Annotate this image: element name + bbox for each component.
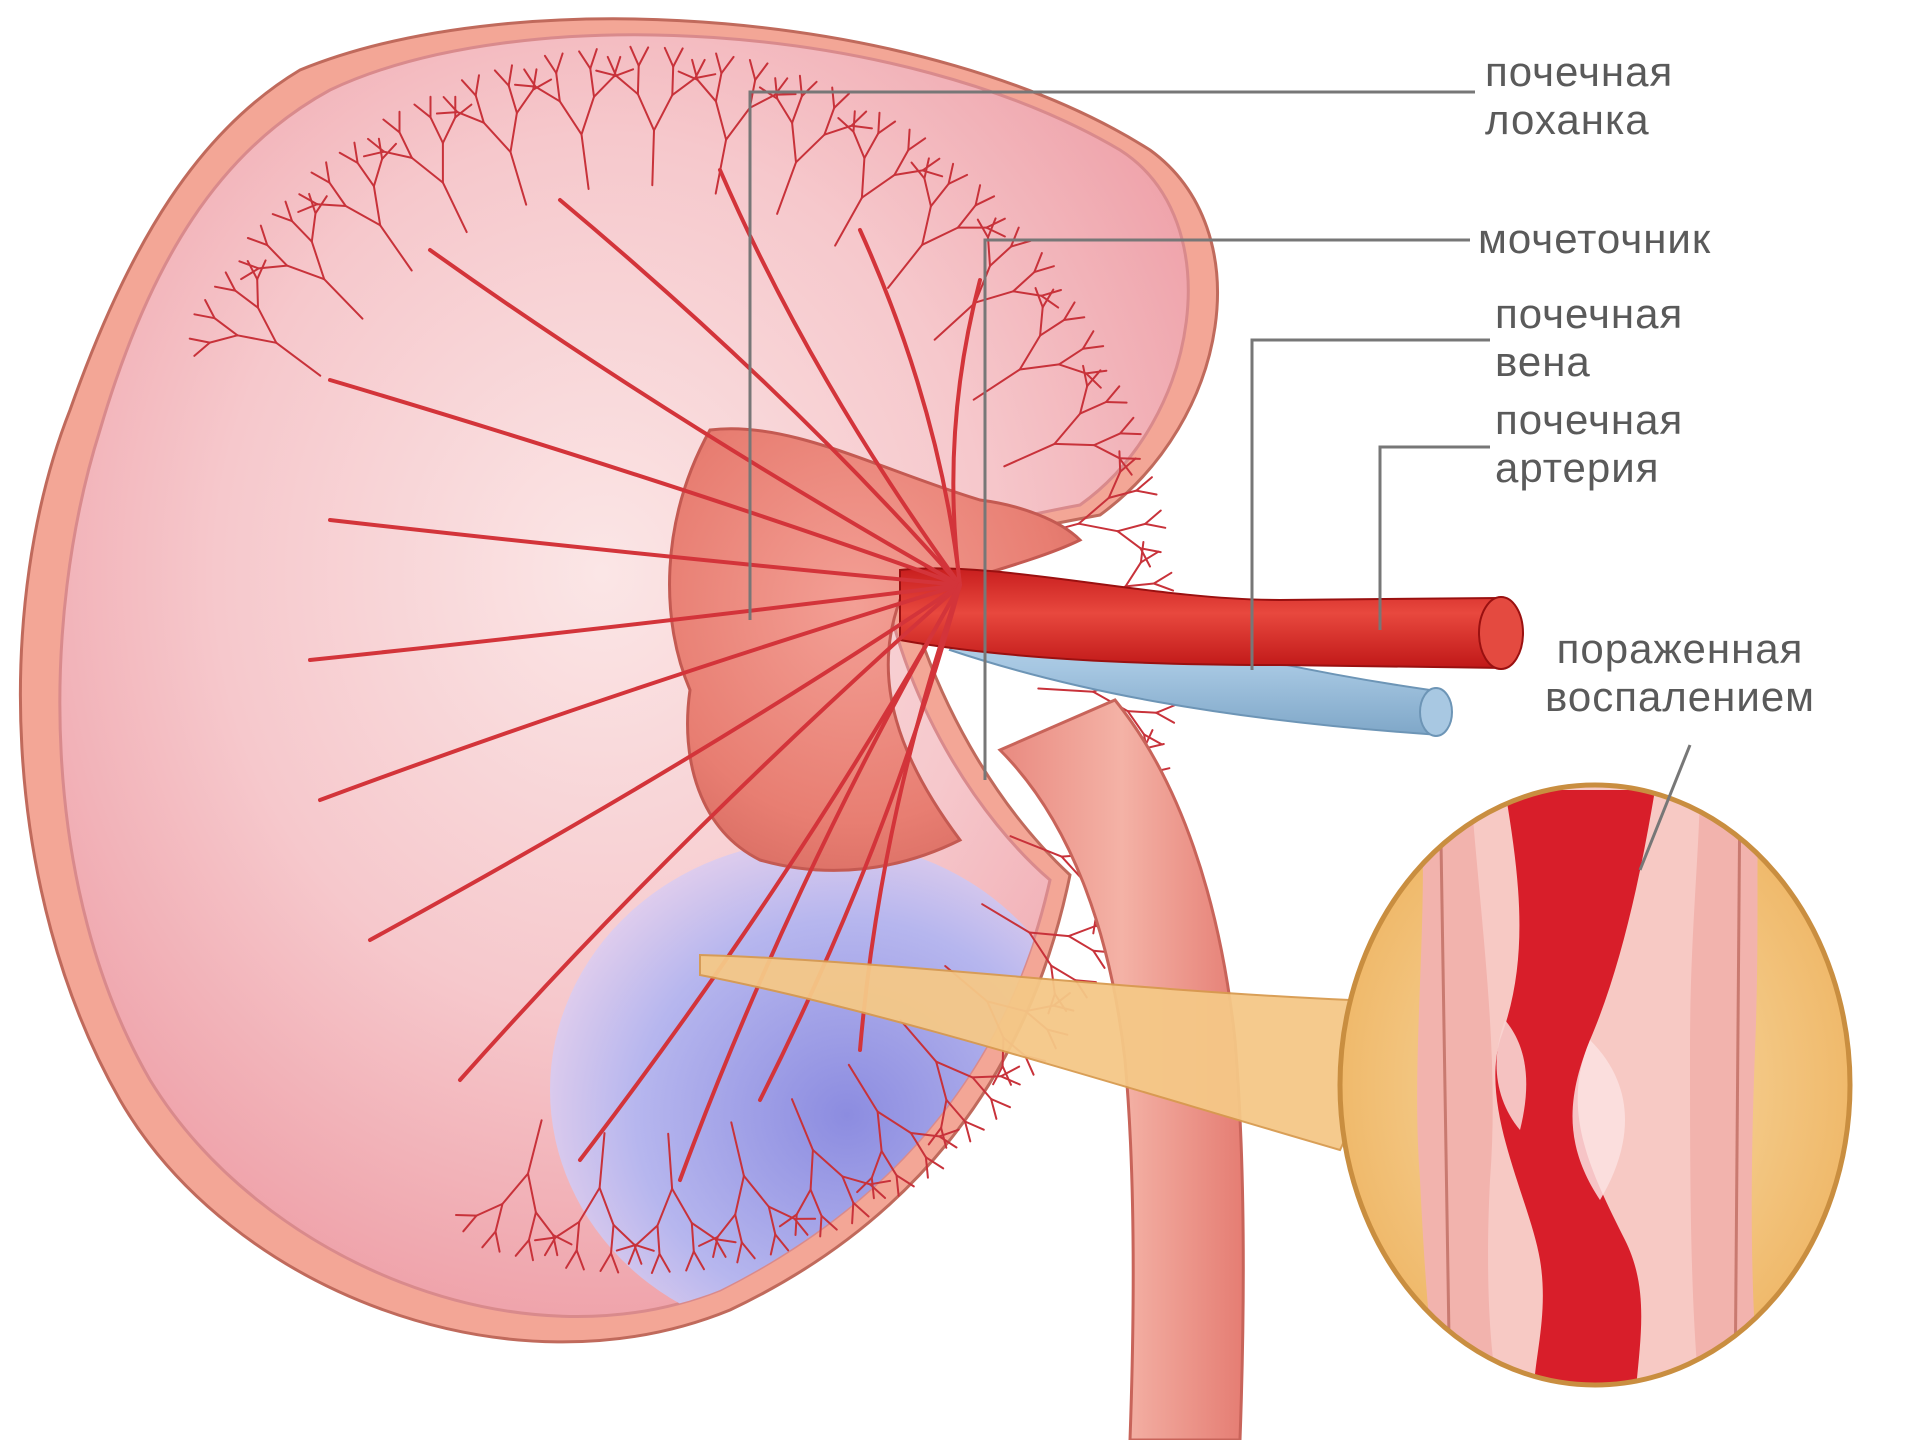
capillary [1156, 705, 1175, 713]
capillary [1126, 562, 1141, 586]
capillary [852, 1203, 853, 1224]
label-renal-vein: почечная вена [1495, 290, 1683, 386]
renal-vein-end [1420, 688, 1452, 736]
label-ureter-text: мочеточник [1478, 215, 1711, 263]
capillary [437, 112, 458, 113]
capillary [1069, 926, 1096, 936]
capillary [1118, 524, 1146, 531]
magnified-artery-inset [1340, 780, 1850, 1400]
capillary [638, 66, 639, 95]
capillary [796, 1215, 797, 1236]
capillary [1093, 951, 1104, 968]
capillary [1051, 966, 1076, 981]
capillary [1118, 531, 1141, 548]
renal-artery [900, 568, 1505, 668]
capillary [1069, 936, 1094, 951]
capillary [1119, 451, 1120, 472]
capillary [878, 113, 879, 134]
capillary [973, 1076, 1002, 1077]
capillary [1055, 444, 1095, 445]
label-renal-artery-line1: почечная [1495, 396, 1683, 444]
capillary [775, 94, 796, 95]
capillary [1141, 542, 1144, 562]
capillary [672, 67, 673, 96]
capillary [820, 1216, 821, 1237]
capillary [1126, 584, 1154, 587]
label-renal-pelvis-line1: почечная [1485, 48, 1673, 96]
capillary [1038, 689, 1093, 692]
capillary [1145, 524, 1165, 528]
capillary [456, 1215, 477, 1216]
capillary [1156, 713, 1174, 723]
label-ureter: мочеточник [1478, 215, 1711, 263]
capillary [1079, 524, 1118, 532]
label-renal-vein-line2: вена [1495, 338, 1683, 386]
label-renal-pelvis-line2: лоханка [1485, 96, 1673, 144]
capillary [1136, 491, 1156, 495]
label-inflamed-line1: пораженная [1545, 625, 1815, 673]
capillary [1154, 584, 1173, 591]
label-inflamed-line2: воспалением [1545, 673, 1815, 721]
capillary [1120, 433, 1141, 434]
renal-artery-end [1479, 597, 1523, 669]
capillary [854, 111, 855, 131]
capillary [1119, 458, 1140, 459]
capillary [908, 130, 909, 151]
label-inflamed: пораженная воспалением [1545, 625, 1815, 721]
label-renal-vein-line1: почечная [1495, 290, 1683, 338]
capillary [1154, 573, 1172, 584]
capillary [1145, 511, 1161, 524]
capillary [1128, 711, 1157, 713]
label-renal-artery: почечная артерия [1495, 396, 1683, 492]
capillary [1106, 402, 1127, 403]
label-renal-pelvis: почечная лоханка [1485, 48, 1673, 144]
label-renal-artery-line2: артерия [1495, 444, 1683, 492]
capillary [257, 279, 258, 308]
